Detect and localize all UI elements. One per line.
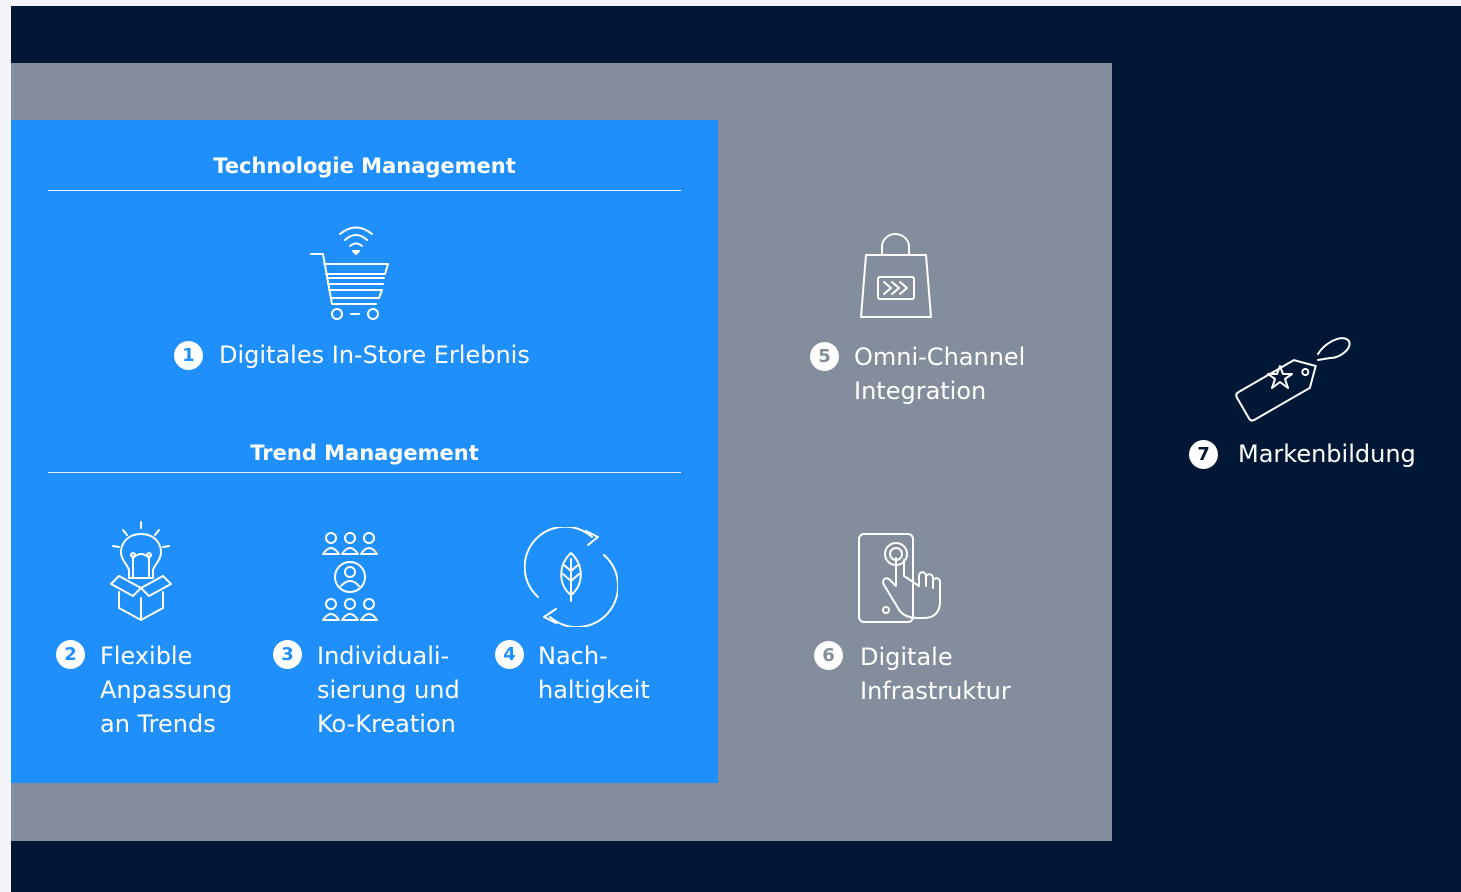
management-panel	[11, 120, 718, 783]
number-badge-2: 2	[56, 640, 85, 669]
item-label-digital-infrastructure: Digitale Infrastruktur	[860, 643, 1011, 705]
shopping-bag-icon	[858, 233, 934, 321]
idea-box-icon	[103, 518, 179, 628]
item-label-individualization: Individuali- sierung und Ko-Kreation	[317, 642, 460, 738]
technology-divider	[48, 190, 681, 191]
item-label-omni-channel: Omni-Channel Integration	[854, 343, 1026, 405]
trend-divider	[48, 472, 681, 473]
price-tag-star-icon	[1234, 334, 1352, 424]
leaf-cycle-icon	[524, 527, 618, 627]
technology-heading: Technologie Management	[213, 154, 516, 178]
item-label-branding: Markenbildung	[1238, 440, 1416, 468]
item-label-flexible-trends: Flexible Anpassung an Trends	[100, 642, 233, 738]
number-badge-4: 4	[495, 640, 524, 669]
number-badge-7: 7	[1189, 440, 1218, 469]
number-badge-3: 3	[273, 640, 302, 669]
item-label-sustainability: Nach- haltigkeit	[538, 642, 650, 704]
number-badge-5: 5	[810, 342, 839, 371]
item-label-digital-in-store: Digitales In-Store Erlebnis	[219, 341, 530, 369]
crowd-person-icon	[318, 530, 382, 628]
smart-cart-icon	[306, 218, 392, 324]
number-badge-1: 1	[174, 341, 203, 370]
trend-heading: Trend Management	[250, 441, 479, 465]
number-badge-6: 6	[814, 641, 843, 670]
touch-tablet-icon	[856, 532, 946, 624]
